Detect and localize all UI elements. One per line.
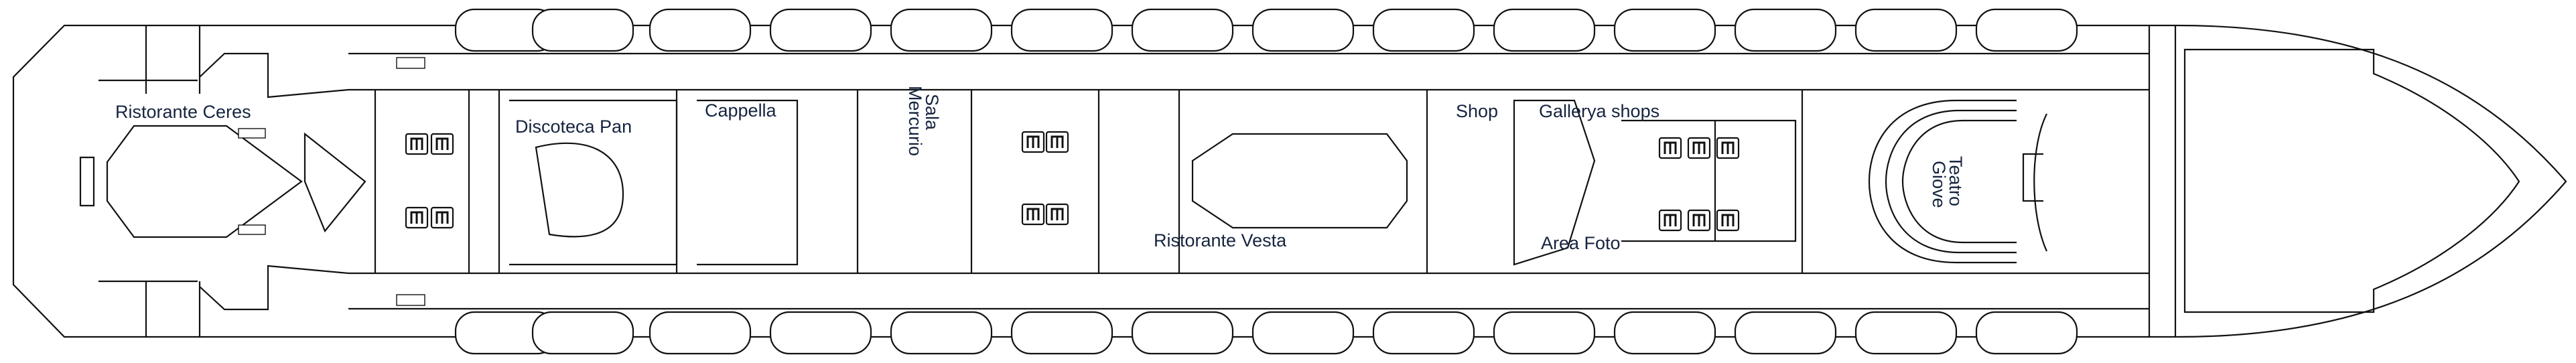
lifeboat-icon — [890, 311, 993, 355]
label-sala: Sala — [922, 94, 942, 131]
lifeboat-icon — [1975, 311, 2078, 355]
bow-foredeck — [2183, 48, 2520, 313]
stairs-icon — [238, 224, 266, 235]
lifeboat-icon — [1734, 8, 1837, 52]
lifeboat-icon — [649, 8, 752, 52]
stairs-icon — [396, 57, 425, 69]
lifeboat-icon — [1493, 8, 1596, 52]
label-discoteca-pan: Discoteca Pan — [515, 117, 632, 137]
teatro-giove-area — [1868, 99, 2048, 264]
elevator-icon — [1687, 137, 1711, 159]
elevators — [405, 131, 1740, 232]
lifeboat-icon — [1854, 311, 1958, 355]
lifeboat-icon — [1010, 8, 1113, 52]
label-gallerya-shops: Gallerya shops — [1539, 101, 1659, 121]
lifeboats — [454, 8, 2078, 355]
lifeboat-icon — [649, 311, 752, 355]
elevator-icon — [405, 206, 429, 229]
lifeboat-icon — [1734, 311, 1837, 355]
elevator-icon — [1658, 137, 1682, 159]
elevator-icon — [405, 133, 429, 155]
elevator-icon — [1021, 203, 1045, 226]
elevator-icon — [1658, 209, 1682, 232]
lifeboat-icon — [1372, 311, 1475, 355]
lifeboat-icon — [890, 8, 993, 52]
label-ristorante-ceres: Ristorante Ceres — [115, 102, 251, 122]
lifeboat-icon — [1975, 8, 2078, 52]
elevator-icon — [1021, 131, 1045, 153]
stairs-icon — [396, 294, 425, 306]
elevator-icon — [1045, 203, 1069, 226]
ristorante-ceres-area — [79, 25, 425, 337]
elevator-icon — [430, 133, 454, 155]
lifeboat-icon — [1010, 311, 1113, 355]
label-shop: Shop — [1456, 101, 1498, 121]
label-ristorante-vesta: Ristorante Vesta — [1154, 230, 1287, 250]
lifeboat-icon — [1131, 311, 1234, 355]
lifeboat-icon — [1131, 8, 1234, 52]
lifeboat-icon — [1251, 8, 1355, 52]
lifeboat-icon — [1613, 311, 1716, 355]
interior-walls — [374, 90, 1804, 273]
lifeboat-icon — [769, 311, 872, 355]
elevator-icon — [1716, 209, 1740, 232]
label-giove: Giove — [1929, 161, 1949, 208]
label-teatro: Teatro — [1946, 156, 1966, 206]
label-mercurio: Mercurio — [905, 86, 925, 156]
lifeboat-icon — [531, 311, 634, 355]
corridor-lines — [348, 25, 2177, 337]
lifeboat-icon — [531, 8, 634, 52]
stairs-icon — [238, 128, 266, 139]
elevator-icon — [430, 206, 454, 229]
elevator-icon — [1045, 131, 1069, 153]
hull-outline — [12, 24, 2567, 338]
elevator-icon — [1687, 209, 1711, 232]
lifeboat-icon — [769, 8, 872, 52]
lifeboat-icon — [1251, 311, 1355, 355]
lifeboat-icon — [1613, 8, 1716, 52]
lifeboat-icon — [1493, 311, 1596, 355]
lifeboat-icon — [1372, 8, 1475, 52]
elevator-icon — [1716, 137, 1740, 159]
label-area-foto: Area Foto — [1541, 233, 1621, 253]
label-cappella: Cappella — [705, 100, 777, 121]
lifeboat-icon — [1854, 8, 1958, 52]
